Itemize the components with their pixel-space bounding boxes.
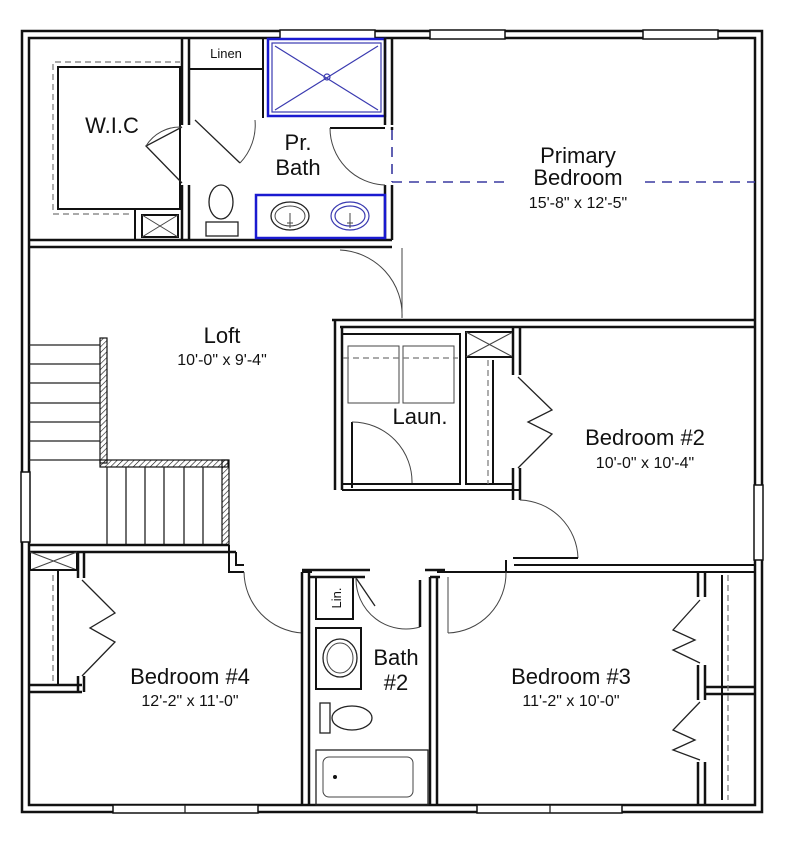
bedroom4-door[interactable]: [243, 571, 303, 634]
primary-bath: Pr. Bath: [205, 37, 394, 240]
room-label-linen: Linen: [210, 46, 242, 61]
room-label-pr-bath-1: Pr.: [285, 130, 312, 155]
window-loft: [20, 471, 31, 543]
bedroom2-closet-door[interactable]: [517, 376, 554, 469]
pr-bath-door[interactable]: [329, 127, 386, 186]
room-label-bath2-1: Bath: [373, 645, 418, 670]
windows: [20, 29, 764, 814]
bedroom3-door[interactable]: [447, 571, 507, 634]
room-label-bedroom4: Bedroom #4: [130, 664, 250, 689]
bath2-door[interactable]: [355, 577, 421, 630]
room-dims-bedroom3: 11'-2" x 10'-0": [522, 693, 619, 710]
stair-treads-lower: [106, 467, 204, 545]
room-label-loft: Loft: [204, 323, 241, 348]
window-primary-bedroom-2: [642, 29, 719, 40]
room-dims-bedroom4: 12'-2" x 11'-0": [141, 693, 238, 710]
dryer: [402, 345, 455, 404]
bathtub: [315, 749, 429, 806]
room-dims-bedroom2: 10'-0" x 10'-4": [596, 455, 694, 472]
window-bedroom2: [753, 484, 764, 561]
bath2-sink-vanity: [315, 627, 362, 690]
bedroom3: Bedroom #3 11'-2" x 10'-0": [437, 565, 755, 805]
loft: Loft 10'-0" x 9'-4": [29, 323, 267, 573]
bedroom3-closet-door-2[interactable]: [671, 701, 701, 761]
room-label-laundry: Laun.: [392, 404, 447, 429]
laundry-door[interactable]: [351, 421, 413, 485]
bedroom4: Bedroom #4 12'-2" x 11'-0": [29, 551, 312, 805]
bath2: Lin. Bath #2: [302, 568, 445, 806]
bedroom2: Bedroom #2 10'-0" x 10'-4": [465, 327, 755, 573]
window-primary-bath: [279, 29, 376, 40]
room-label-pr-bath-2: Bath: [275, 155, 320, 180]
bedroom4-closet-door[interactable]: [81, 579, 117, 677]
toilet-icon: [205, 184, 239, 237]
window-primary-bedroom-1: [429, 29, 506, 40]
room-dims-loft: 10'-0" x 9'-4": [177, 352, 267, 369]
room-label-lin: Lin.: [329, 588, 344, 609]
linen-closet: Linen: [189, 38, 264, 164]
bedroom2-door[interactable]: [519, 499, 579, 559]
laundry: Laun.: [333, 320, 520, 491]
linen-door[interactable]: [194, 119, 241, 164]
washer: [347, 345, 400, 404]
toilet-icon-bath2: [319, 702, 373, 734]
room-label-primary-2: Bedroom: [533, 165, 622, 190]
vanity: [254, 193, 387, 240]
lin-closet: [315, 576, 354, 620]
room-label-wic: W.I.C: [85, 113, 139, 138]
primary-bedroom-door[interactable]: [339, 249, 403, 319]
room-label-bedroom2: Bedroom #2: [585, 425, 705, 450]
room-label-primary-1: Primary: [540, 143, 616, 168]
hvac-chase: [141, 214, 179, 238]
wic-room: W.I.C: [29, 38, 392, 249]
bedroom3-closet-door-1[interactable]: [671, 599, 701, 664]
room-label-bedroom3: Bedroom #3: [511, 664, 631, 689]
room-dims-primary: 15'-8" x 12'-5": [529, 195, 627, 212]
stair-treads-upper: [29, 344, 100, 461]
wic-door[interactable]: [144, 126, 183, 184]
room-label-bath2-2: #2: [384, 670, 408, 695]
primary-bedroom: Primary Bedroom 15'-8" x 12'-5": [332, 130, 755, 329]
